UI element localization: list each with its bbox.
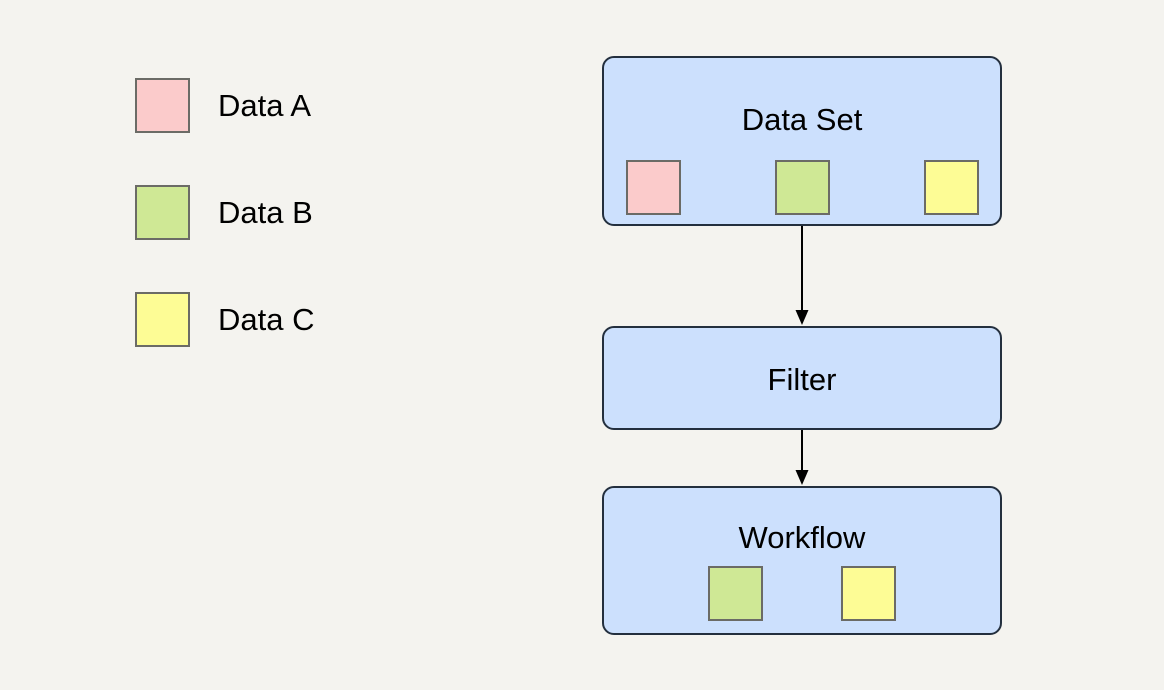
edge-dataset-to-filter [795,226,809,325]
legend-label-data-c: Data C [218,302,315,337]
chip-data-c [923,160,979,215]
legend-swatch-data-c [135,292,190,347]
flow-node-workflow[interactable]: Workflow [602,486,1002,635]
legend-item-data-a: Data A [135,78,311,133]
chip-data-b [774,160,830,215]
flow-node-workflow-chips [604,566,1000,621]
flow-node-workflow-title: Workflow [738,520,866,555]
chip-data-a [625,160,681,215]
legend-swatch-data-a [135,78,190,133]
flow-node-dataset-title: Data Set [741,102,863,137]
legend-swatch-data-b [135,185,190,240]
legend-label-data-b: Data B [218,195,313,230]
legend-label-data-a: Data A [218,88,312,123]
flow-node-dataset-chips [604,160,1000,215]
edge-filter-to-workflow [795,430,809,485]
chip-data-b [708,566,763,621]
flow-node-filter-title: Filter [767,362,837,397]
legend-item-data-b: Data B [135,185,313,240]
chip-data-c [841,566,896,621]
flow-node-filter[interactable]: Filter [602,326,1002,430]
legend-item-data-c: Data C [135,292,314,347]
flow-node-dataset[interactable]: Data Set [602,56,1002,226]
